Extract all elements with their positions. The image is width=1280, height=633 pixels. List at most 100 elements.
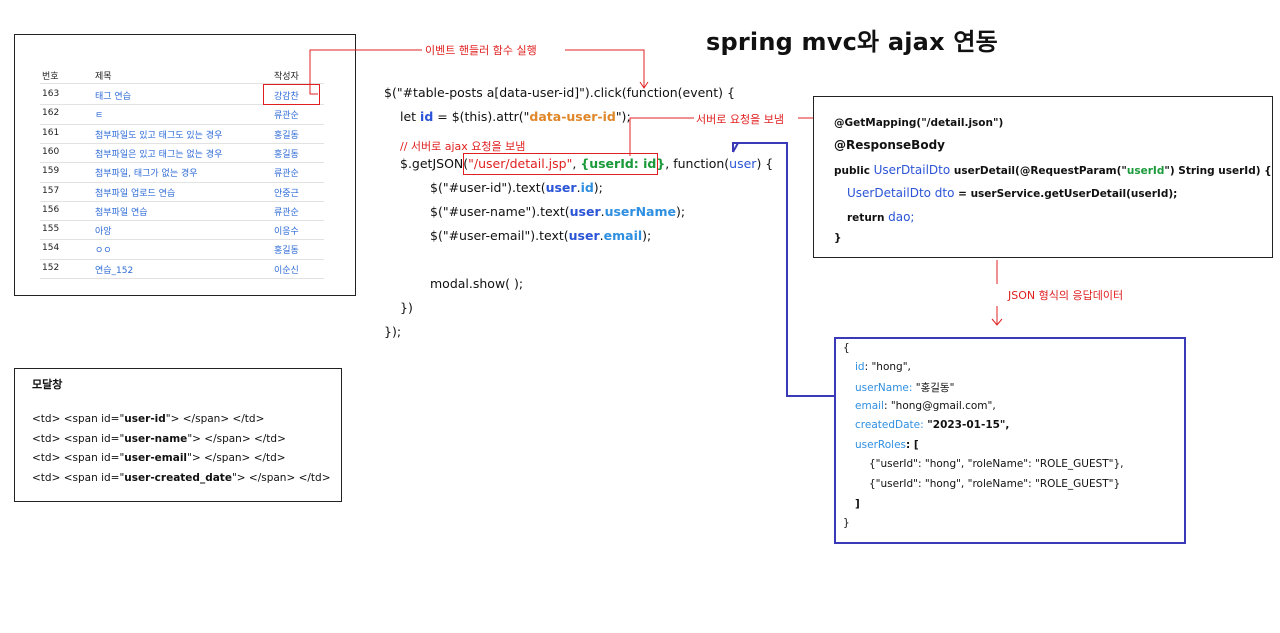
java-service-call: = userService.getUserDetail(userId);: [954, 188, 1178, 200]
code-line-6: $("#user-email").text(user.email);: [430, 228, 651, 243]
code-modal-show: modal.show( );: [430, 276, 524, 291]
data-arrow-tip: [732, 142, 739, 153]
modal-line: <td> <span id="user-name"> </span> </td>: [32, 433, 286, 445]
post-number: 159: [42, 166, 60, 177]
code-let: let: [400, 109, 421, 124]
row-divider: [40, 142, 324, 144]
post-author-link[interactable]: 이응수: [274, 227, 299, 238]
code-line-1: $("#table-posts a[data-user-id]").click(…: [384, 85, 735, 100]
modal-title: 모달창: [32, 378, 63, 391]
code-dot: .: [576, 180, 581, 195]
json-value: "2023-01-15",: [923, 419, 1010, 431]
code-attr-close: ");: [615, 109, 631, 124]
code-line-4: $("#user-id").text(user.id);: [430, 180, 603, 195]
row-divider: [40, 123, 324, 125]
code-set-id: $("#user-id").text(: [430, 180, 546, 195]
code-callback: , function(: [665, 156, 730, 171]
row-divider: [40, 162, 324, 164]
modal-line-post: "> </span> </td>: [231, 472, 331, 485]
json-created-line: createdDate: "2023-01-15",: [855, 419, 1009, 431]
java-method-signature: public UserDtailDto userDetail(@RequestP…: [834, 163, 1272, 177]
post-number: 155: [42, 224, 60, 235]
post-author-link[interactable]: 류관순: [274, 111, 299, 122]
code-line-2: let id = $(this).attr("data-user-id");: [400, 109, 631, 124]
code-attr-call: = $(this).attr(": [433, 109, 530, 124]
modal-line: <td> <span id="user-id"> </span> </td>: [32, 413, 264, 425]
code-user-ref: user: [545, 180, 577, 195]
label-json-response: JSON 형식의 응답데이터: [1008, 289, 1124, 302]
java-dao: dao;: [888, 210, 915, 224]
json-open: {: [843, 342, 850, 354]
code-id-var: id: [420, 109, 434, 124]
page-title: spring mvc와 ajax 연동: [706, 28, 998, 56]
post-title-link[interactable]: 첨부파일은 있고 태그는 없는 경우: [95, 149, 223, 160]
modal-line-post: "> </span> </td>: [187, 452, 286, 465]
data-connector: [732, 142, 834, 397]
modal-line-post: "> </span> </td>: [165, 413, 265, 425]
post-number: 152: [42, 262, 60, 273]
post-title-link[interactable]: 태그 연습: [95, 92, 131, 102]
java-public: public: [834, 165, 874, 177]
code-callback-close: ) {: [756, 156, 774, 171]
modal-line-pre: <td> <span id=": [32, 413, 125, 425]
post-title-link[interactable]: ㅇㅇ: [95, 246, 112, 257]
post-title-link[interactable]: 첨부파일 업로드 연습: [95, 188, 176, 199]
java-responsebody: @ResponseBody: [834, 138, 945, 152]
event-connector-left: [309, 49, 422, 95]
post-title-link[interactable]: 아앙: [95, 227, 112, 238]
json-value: : "hong@gmail.com",: [883, 400, 996, 412]
post-author-link[interactable]: 류관순: [274, 207, 299, 218]
header-author: 작성자: [274, 72, 299, 82]
json-key: createdDate:: [855, 419, 924, 431]
code-comment: // 서버로 ajax 요청을 보냄: [400, 140, 526, 153]
post-title-link[interactable]: 첨부파일도 있고 태그도 있는 경우: [95, 130, 223, 141]
code-prop-username: userName: [604, 204, 676, 219]
controller-panel: [813, 96, 1273, 258]
code-dot: .: [599, 228, 604, 243]
post-author-link[interactable]: 강감찬: [274, 92, 299, 102]
json-key: userName:: [855, 382, 913, 394]
code-user-ref: user: [569, 204, 601, 219]
code-line-5: $("#user-name").text(user.userName);: [430, 204, 685, 219]
post-author-link[interactable]: 홍길동: [274, 149, 299, 160]
post-author-link[interactable]: 이순신: [274, 265, 299, 276]
post-author-link[interactable]: 홍길동: [274, 130, 299, 141]
modal-line-pre: <td> <span id=": [32, 452, 125, 465]
json-role-2: {"userId": "hong", "roleName": "ROLE_GUE…: [869, 478, 1121, 490]
json-value: : "hong",: [864, 361, 911, 373]
java-return-type: UserDtailDto: [873, 163, 951, 177]
json-key: email: [855, 400, 884, 412]
code-data-user-id: data-user-id: [529, 109, 616, 124]
post-number: 154: [42, 243, 60, 254]
code-line-3: $.getJSON("/user/detail.jsp", {userId: i…: [400, 156, 773, 171]
json-roles-line: userRoles: [: [855, 439, 919, 451]
post-author-link[interactable]: 안중근: [274, 188, 299, 199]
json-panel: [834, 337, 1186, 544]
code-close: );: [642, 228, 652, 243]
post-author-link[interactable]: 홍길동: [274, 246, 299, 257]
code-close-inner: }): [400, 300, 413, 315]
label-event-handler: 이벤트 핸들러 함수 실행: [425, 44, 537, 57]
json-id-line: id: "hong",: [855, 361, 911, 373]
modal-line-pre: <td> <span id=": [32, 432, 125, 445]
java-param-type: ") String userId) {: [1164, 165, 1272, 177]
row-divider: [40, 278, 324, 279]
code-set-name: $("#user-name").text(: [430, 204, 570, 219]
code-prop-id: id: [580, 180, 594, 195]
post-title-link[interactable]: 연습_152: [95, 265, 134, 276]
post-author-link[interactable]: 류관순: [274, 169, 299, 180]
post-title-link[interactable]: 첨부파일 연습: [95, 207, 148, 218]
java-return: return: [847, 212, 889, 224]
code-set-email: $("#user-email").text(: [430, 228, 569, 243]
code-params: {userId: id}: [580, 156, 666, 171]
post-title-link[interactable]: ㅌ: [95, 111, 104, 122]
code-click-handler: $("#table-posts a[data-user-id]").click(…: [384, 85, 735, 100]
author-highlight: [263, 84, 320, 105]
table-header-divider: [40, 83, 324, 84]
post-title-link[interactable]: 첨부파일, 태그가 없는 경우: [95, 169, 198, 180]
json-key: id: [855, 361, 865, 373]
post-table-panel: [14, 34, 356, 296]
json-array-close: ]: [855, 498, 860, 510]
modal-line: <td> <span id="user-email"> </span> </td…: [32, 452, 286, 464]
